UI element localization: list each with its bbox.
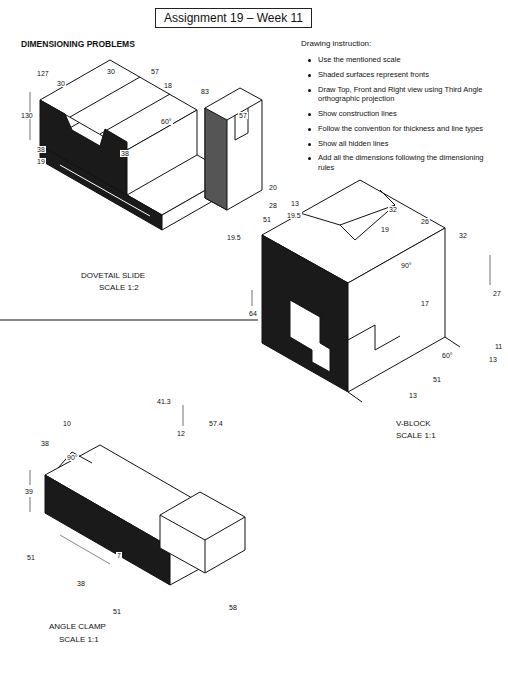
instruction-item: Follow the convention for thickness and …	[318, 124, 496, 134]
dimension-value: 90°	[400, 262, 413, 269]
dimension-value: 30	[106, 68, 116, 75]
bullet-dot	[308, 89, 311, 92]
heading-text: SCALE 1:1	[58, 636, 100, 644]
bullet-dot	[308, 59, 311, 62]
v-block	[262, 180, 460, 402]
dimension-value: 51	[432, 376, 442, 383]
dimension-value: 13	[290, 200, 300, 207]
dimension-value: 58	[228, 604, 238, 611]
bullet-dot	[308, 157, 311, 160]
dimension-value: 19.5	[286, 212, 302, 219]
bullet-dot	[308, 113, 311, 116]
dimension-value: 90°	[66, 454, 79, 461]
dimension-value: 57	[238, 112, 248, 119]
dimension-value: 38	[36, 146, 46, 153]
heading-text: SCALE 1:2	[98, 284, 140, 292]
dimension-value: 51	[112, 608, 122, 615]
dimension-value: 39	[24, 488, 34, 495]
heading-text: ANGLE CLAMP	[48, 623, 107, 631]
bullet-dot	[308, 74, 311, 77]
dimension-value: 19.5	[226, 234, 242, 241]
dimension-value: 13	[408, 392, 418, 399]
dimension-value: 32	[458, 232, 468, 239]
dimension-value: 38	[120, 150, 130, 157]
heading-text: SCALE 1:1	[395, 432, 437, 440]
dimension-value: 30	[56, 80, 66, 87]
dimension-value: 18	[163, 82, 173, 89]
dimension-value: 27	[492, 290, 502, 297]
instruction-item: Add all the dimensions following the dim…	[318, 153, 496, 173]
dimension-value: 28	[268, 202, 278, 209]
dimension-value: 19	[36, 158, 46, 165]
page-title: Assignment 19 – Week 11	[155, 8, 312, 28]
dimension-value: 26	[420, 218, 430, 225]
angle-clamp	[45, 445, 245, 585]
dimension-value: 11	[494, 343, 503, 350]
dimension-value: 7	[116, 552, 122, 559]
dimension-value: 130	[20, 112, 34, 119]
dimension-value: 83	[200, 88, 210, 95]
instruction-item: Shaded surfaces represent fronts	[318, 70, 496, 80]
dimension-value: 19	[380, 226, 390, 233]
dimension-value: 51	[26, 554, 36, 561]
dimension-value: 13	[488, 356, 498, 363]
dimension-value: 38	[40, 440, 50, 447]
dimension-value: 60°	[441, 352, 454, 359]
divider-line	[0, 320, 258, 321]
dimension-value: 32	[388, 206, 398, 213]
dimension-value: 57	[150, 68, 160, 75]
dimension-value: 41.3	[156, 398, 172, 405]
instruction-item: Show construction lines	[318, 109, 496, 119]
bullet-dot	[308, 143, 311, 146]
dimension-value: 60°	[160, 118, 173, 125]
instruction-item: Show all hidden lines	[318, 139, 496, 149]
instruction-item: Use the mentioned scale	[318, 55, 496, 65]
dimension-value: 20	[268, 184, 278, 191]
dimension-value: 38	[76, 580, 86, 587]
heading-text: DOVETAIL SLIDE	[80, 272, 146, 280]
dimension-value: 51	[262, 216, 272, 223]
dimension-value: 17	[420, 300, 430, 307]
instruction-item: Draw Top, Front and Right view using Thi…	[318, 85, 496, 105]
dovetail-slide	[40, 60, 262, 230]
dimension-value: 57.4	[208, 420, 224, 427]
dimension-value: 12	[176, 430, 186, 437]
dimension-value: 10	[62, 420, 72, 427]
heading-text: Drawing instruction:	[300, 40, 372, 48]
dimension-value: 64	[248, 310, 258, 317]
dimension-value: 127	[36, 70, 50, 77]
bullet-dot	[308, 128, 311, 131]
heading-text: V-BLOCK	[395, 420, 432, 428]
heading-text: DIMENSIONING PROBLEMS	[20, 40, 136, 49]
